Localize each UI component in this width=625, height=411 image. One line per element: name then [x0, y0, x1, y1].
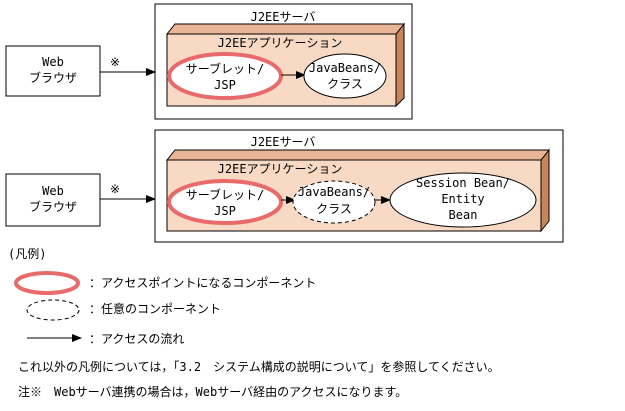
web-browser-box-2 [5, 173, 101, 227]
javabeans-label-2b: クラス [316, 202, 352, 216]
web-browser-label-2a: Web [42, 184, 64, 198]
session-bean-label-2b: Entity [441, 192, 484, 206]
legend-flow-text: ：アクセスの流れ [89, 332, 184, 346]
web-browser-box-1 [5, 45, 101, 97]
legend-access-point-text: ：アクセスポイントになるコンポーネント [89, 276, 316, 290]
diagram-2: J2EEサーバ J2EEアプリケーション Web ブラウザ ※ サーブレット/ … [5, 129, 564, 243]
session-bean-node-2 [389, 172, 537, 228]
app-box-top-1 [165, 23, 406, 35]
legend-optional-symbol [26, 299, 80, 321]
web-browser-label-2b: ブラウザ [29, 199, 77, 214]
servlet-jsp-node-1 [167, 52, 283, 100]
legend-title: (凡例) [8, 247, 46, 261]
web-browser-label-1a: Web [42, 55, 64, 69]
javabeans-label-1b: クラス [327, 77, 363, 91]
javabeans-node-1 [303, 53, 387, 99]
note-mark-1: ※ [110, 55, 120, 69]
legend: (凡例) ：アクセスポイントになるコンポーネント ：任意のコンポーネント ：アク… [8, 247, 316, 346]
j2ee-server-label-2: J2EEサーバ [251, 135, 316, 149]
j2ee-app-label-2: J2EEアプリケーション [218, 162, 343, 176]
javabeans-node-2 [292, 180, 376, 224]
servlet-label-2a: サーブレット/ [186, 187, 265, 202]
legend-optional-text: ：任意のコンポーネント [89, 301, 221, 316]
servlet-label-2b: JSP [214, 204, 236, 218]
javabeans-label-2a: JavaBeans/ [298, 185, 370, 199]
servlet-label-1b: JSP [214, 78, 236, 92]
app-box-top-2 [165, 149, 551, 161]
web-browser-label-1b: ブラウザ [29, 70, 77, 85]
note-mark-2: ※ [110, 182, 120, 196]
legend-access-point-symbol [14, 271, 80, 295]
app-box-side-2 [540, 148, 550, 233]
j2ee-server-label-1: J2EEサーバ [251, 10, 316, 24]
j2ee-app-label-1: J2EEアプリケーション [218, 36, 343, 50]
servlet-label-1a: サーブレット/ [186, 61, 265, 76]
javabeans-label-1a: JavaBeans/ [309, 61, 381, 75]
session-bean-label-2c: Bean [449, 208, 478, 222]
footnote: 注※ Webサーバ連携の場合は，Webサーバ経由のアクセスになります。 [18, 384, 407, 399]
other-legend-note: これ以外の凡例については，「3.2 システム構成の説明について」を参照してくださ… [18, 359, 500, 374]
servlet-jsp-node-2 [167, 179, 283, 225]
app-box-side-1 [395, 22, 405, 108]
diagram-1: J2EEサーバ J2EEアプリケーション Web ブラウザ ※ サーブレット/ … [5, 3, 413, 120]
session-bean-label-2a: Session Bean/ [416, 176, 510, 190]
